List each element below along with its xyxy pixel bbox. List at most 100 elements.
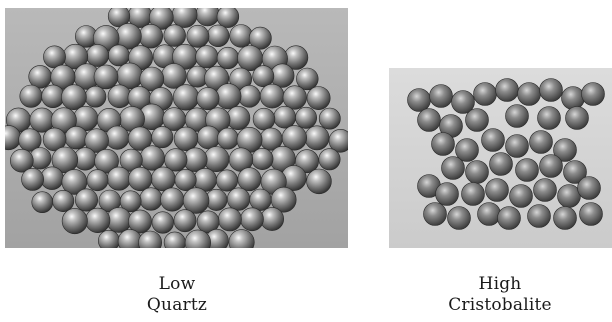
model-ball: [173, 209, 197, 233]
model-ball: [252, 65, 275, 88]
model-ball: [174, 169, 197, 192]
framework-ball: [407, 88, 431, 112]
high-cristobalite-model-image: [389, 68, 612, 248]
model-ball: [31, 191, 54, 213]
model-ball: [248, 26, 272, 50]
high-cristobalite-caption-line1: High: [478, 274, 522, 294]
model-ball: [85, 207, 111, 233]
model-ball: [196, 125, 221, 150]
model-ball: [228, 229, 255, 248]
model-ball: [238, 85, 261, 108]
model-ball: [139, 66, 165, 92]
framework-ball: [517, 82, 541, 106]
model-ball: [216, 8, 240, 28]
model-ball: [139, 187, 163, 211]
model-ball: [196, 87, 220, 111]
high-cristobalite-caption: High Cristobalite: [389, 274, 611, 316]
framework-ball: [533, 178, 557, 202]
model-ball: [229, 24, 253, 48]
model-ball: [295, 149, 319, 174]
framework-ball: [505, 104, 529, 128]
model-ball: [151, 211, 174, 234]
model-ball: [107, 84, 132, 109]
framework-ball: [539, 154, 563, 178]
framework-ball: [561, 86, 585, 110]
model-ball: [203, 146, 230, 173]
framework-ball: [429, 84, 453, 108]
model-ball: [84, 128, 109, 153]
model-ball: [151, 126, 174, 149]
model-ball: [216, 127, 239, 150]
framework-ball: [563, 160, 587, 184]
model-ball: [215, 83, 242, 110]
framework-ball: [447, 206, 471, 230]
model-ball: [61, 169, 88, 195]
model-ball: [195, 45, 219, 69]
model-ball: [282, 85, 307, 110]
model-ball: [51, 146, 79, 174]
model-ball: [86, 169, 109, 192]
model-ball: [260, 207, 285, 231]
model-ball: [127, 126, 153, 151]
model-ball: [75, 188, 99, 212]
framework-ball: [537, 106, 561, 130]
model-ball: [86, 44, 110, 67]
model-ball: [306, 86, 331, 111]
model-ball: [93, 64, 119, 90]
model-ball: [139, 145, 165, 171]
framework-ball: [553, 206, 577, 230]
framework-ball: [431, 132, 455, 156]
model-ball: [252, 107, 276, 131]
high-cristobalite-model-photo: [389, 68, 612, 248]
framework-ball: [539, 78, 563, 102]
framework-ball: [497, 206, 521, 230]
model-ball: [196, 210, 220, 234]
framework-ball: [455, 138, 479, 162]
framework-ball: [477, 202, 501, 226]
model-ball: [61, 84, 87, 110]
model-ball: [306, 168, 332, 195]
model-ball: [41, 84, 65, 109]
framework-ball: [451, 90, 475, 114]
model-ball: [128, 209, 152, 234]
model-ball: [163, 24, 186, 47]
model-ball: [9, 148, 34, 173]
framework-ball: [505, 134, 529, 158]
framework-ball: [461, 182, 485, 206]
model-ball: [160, 187, 185, 212]
model-ball: [237, 167, 262, 192]
model-ball: [318, 148, 341, 171]
model-ball: [240, 207, 264, 232]
model-ball: [84, 85, 107, 108]
low-quartz-caption-line1: Low: [158, 274, 196, 294]
framework-ball: [553, 138, 577, 162]
model-ball: [184, 229, 211, 248]
framework-ball: [489, 152, 513, 176]
model-ball: [50, 64, 76, 90]
framework-ball: [473, 82, 497, 106]
model-ball: [318, 107, 341, 130]
model-ball: [164, 148, 188, 172]
model-ball: [18, 128, 42, 152]
model-ball: [149, 8, 174, 30]
model-ball: [259, 83, 285, 109]
model-ball: [173, 126, 199, 152]
model-ball: [249, 188, 272, 211]
model-ball: [217, 207, 242, 232]
model-ball: [328, 129, 348, 153]
model-ball: [182, 187, 210, 214]
model-ball: [273, 105, 297, 129]
framework-ball: [579, 202, 603, 226]
model-ball: [138, 24, 164, 49]
model-ball: [98, 229, 120, 248]
model-ball: [251, 148, 274, 171]
framework-ball: [565, 106, 589, 130]
model-ball: [204, 65, 230, 91]
model-ball: [107, 44, 130, 67]
framework-ball: [509, 184, 533, 208]
model-ball: [21, 167, 45, 191]
model-ball: [227, 187, 251, 211]
low-quartz-model-image: [5, 8, 348, 248]
model-ball: [64, 125, 89, 150]
model-ball: [186, 24, 210, 48]
